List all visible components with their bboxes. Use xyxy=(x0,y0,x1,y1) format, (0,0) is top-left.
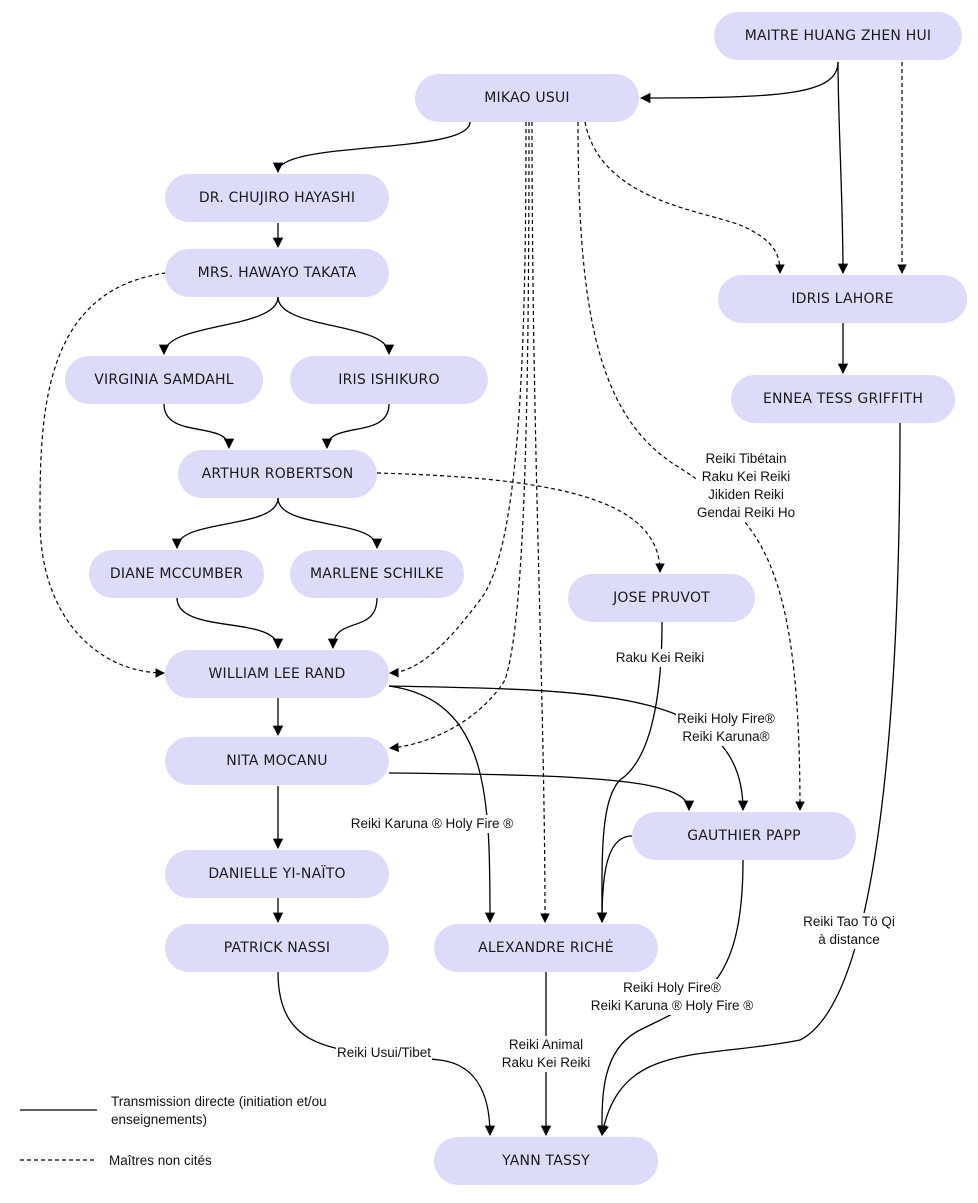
label-line: Raku Kei Reiki xyxy=(501,1055,591,1070)
edge-papp-riche xyxy=(596,835,633,924)
node-iris-ishikuro: IRIS ISHIKURO xyxy=(290,356,488,404)
edge-label-usui-papp: Reiki Tibétain Raku Kei Reiki Jikiden Re… xyxy=(695,450,797,522)
node-hawayo-takata: MRS. HAWAYO TAKATA xyxy=(165,249,389,297)
legend-direct-label: Transmission directe (initiation et/ou e… xyxy=(111,1094,327,1127)
edge-huang-lahore xyxy=(837,61,849,275)
node-william-lee-rand: WILLIAM LEE RAND xyxy=(165,650,389,698)
edge-usui-papp-dashed xyxy=(577,121,805,811)
edge-label-pruvot-riche: Raku Kei Reiki xyxy=(614,649,706,667)
edge-label-riche-tassy: Reiki Animal Raku Kei Reiki xyxy=(500,1036,592,1072)
label-line: Raku Kei Reiki xyxy=(701,469,791,484)
edge-robertson-schilke xyxy=(277,497,383,550)
edge-pruvot-riche xyxy=(596,621,663,924)
label-line: à distance xyxy=(818,932,880,947)
label-line: Reiki Usui/Tibet xyxy=(336,1045,432,1060)
node-mikao-usui: MIKAO USUI xyxy=(415,74,639,122)
edge-griffith-tassy xyxy=(598,422,901,1137)
label-line: Jikiden Reiki xyxy=(708,487,784,502)
node-arthur-robertson: ARTHUR ROBERTSON xyxy=(178,450,377,498)
label-line: Gendai Reiki Ho xyxy=(696,505,796,520)
edge-rand-riche xyxy=(388,685,496,924)
node-jose-pruvot: JOSE PRUVOT xyxy=(568,574,755,622)
node-danielle-yi-naito: DANIELLE YI-NAÏTO xyxy=(165,850,389,898)
label-line: Reiki Holy Fire® xyxy=(623,980,721,995)
node-diane-mccumber: DIANE MCCUMBER xyxy=(89,550,264,598)
node-patrick-nassi: PATRICK NASSI xyxy=(165,924,389,972)
node-alexandre-riche: ALEXANDRE RICHÉ xyxy=(434,924,658,972)
label-line: Reiki Karuna ® Holy Fire ® xyxy=(350,816,514,831)
label-line: Reiki Tibétain xyxy=(705,451,787,466)
node-yann-tassy: YANN TASSY xyxy=(434,1137,658,1185)
edge-rand-papp xyxy=(388,685,749,812)
edge-usui-rand-dashed xyxy=(389,121,527,678)
edge-label-griffith-tassy: Reiki Tao Tö Qi à distance xyxy=(802,913,896,949)
node-marlene-schilke: MARLENE SCHILKE xyxy=(290,550,464,598)
node-gauthier-papp: GAUTHIER PAPP xyxy=(632,812,856,860)
edge-usui-hayashi xyxy=(272,121,471,174)
node-nita-mocanu: NITA MOCANU xyxy=(165,737,389,785)
edge-label-papp-tassy: Reiki Holy Fire® Reiki Karuna ® Holy Fir… xyxy=(589,979,755,1015)
label-line: Reiki Tao Tö Qi xyxy=(803,914,895,929)
label-line: Reiki Holy Fire® xyxy=(677,711,775,726)
edge-robertson-mccumber xyxy=(171,497,279,550)
node-ennea-tess-griffith: ENNEA TESS GRIFFITH xyxy=(731,375,955,423)
edge-usui-mocanu-dashed xyxy=(389,121,530,753)
edge-takata-rand-dashed xyxy=(39,272,167,678)
node-huang-zhen-hui: MAITRE HUANG ZHEN HUI xyxy=(714,12,962,60)
edge-label-rand-papp: Reiki Holy Fire® Reiki Karuna® xyxy=(676,710,776,746)
node-chujiro-hayashi: DR. CHUJIRO HAYASHI xyxy=(165,174,389,222)
edge-label-nassi-tassy: Reiki Usui/Tibet xyxy=(335,1044,433,1062)
node-idris-lahore: IDRIS LAHORE xyxy=(718,275,967,323)
edge-schilke-rand xyxy=(327,597,378,650)
edge-mocanu-papp xyxy=(388,772,695,812)
edge-usui-lahore-dashed xyxy=(584,121,785,274)
label-line: Reiki Karuna® xyxy=(682,729,770,744)
edge-usui-riche-dashed xyxy=(531,121,550,923)
edge-ishikuro-robertson xyxy=(321,403,390,450)
label-line: Raku Kei Reiki xyxy=(615,650,705,665)
edge-papp-tassy xyxy=(596,859,744,1137)
edge-mccumber-rand xyxy=(176,597,284,650)
label-line: Reiki Animal xyxy=(508,1037,584,1052)
label-line: Reiki Karuna ® Holy Fire ® xyxy=(590,998,754,1013)
edge-takata-ishikuro xyxy=(277,296,395,356)
legend-uncited-label: Maîtres non cités xyxy=(109,1153,212,1168)
node-virginia-samdahl: VIRGINIA SAMDAHL xyxy=(65,356,263,404)
edge-label-rand-riche: Reiki Karuna ® Holy Fire ® xyxy=(349,815,515,833)
edge-takata-samdahl xyxy=(158,296,279,356)
edge-samdahl-robertson xyxy=(163,403,235,450)
edge-robertson-pruvot-dashed xyxy=(376,472,665,573)
edge-huang-usui xyxy=(639,61,839,104)
